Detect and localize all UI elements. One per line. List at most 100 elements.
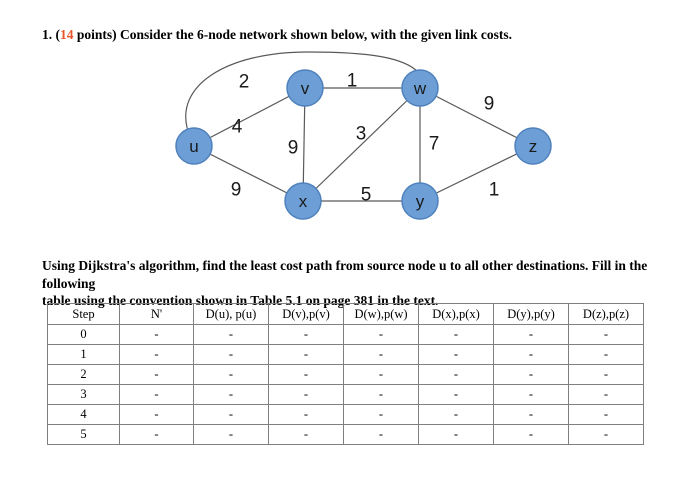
- points-value: 14: [60, 27, 74, 42]
- step-cell: 3: [47, 384, 120, 405]
- step-cell: 2: [47, 364, 120, 385]
- table-cell: -: [568, 344, 644, 365]
- table-cell: -: [493, 404, 569, 425]
- table-cell: -: [119, 324, 194, 345]
- node-label-z: z: [529, 137, 538, 156]
- edge-cost-u-v: 4: [232, 117, 243, 138]
- table-cell: -: [268, 384, 344, 405]
- step-cell: 4: [47, 404, 120, 425]
- table-cell: -: [268, 364, 344, 385]
- table-cell: -: [268, 344, 344, 365]
- step-cell: 1: [47, 344, 120, 365]
- table-cell: -: [493, 324, 569, 345]
- table-cell: -: [343, 384, 419, 405]
- edge-w-z: [419, 87, 534, 147]
- edge-cost-v-w: 1: [347, 71, 358, 92]
- edge-cost-w-z: 9: [484, 94, 495, 115]
- node-u: [175, 127, 213, 165]
- table-row-step-0: 0-------: [47, 324, 644, 345]
- table-cell: -: [193, 324, 269, 345]
- table-header-2: D(u), p(u): [193, 303, 269, 325]
- table-cell: -: [268, 324, 344, 345]
- table-cell: -: [193, 364, 269, 385]
- node-z: [514, 127, 552, 165]
- table-cell: -: [268, 404, 344, 425]
- table-cell: -: [418, 404, 494, 425]
- node-label-v: v: [301, 79, 310, 98]
- table-cell: -: [568, 404, 644, 425]
- node-w: [401, 69, 439, 107]
- node-v: [286, 69, 324, 107]
- table-cell: -: [493, 344, 569, 365]
- table-cell: -: [568, 364, 644, 385]
- problem-number: 1. (: [42, 27, 60, 42]
- table-cell: -: [343, 404, 419, 425]
- table-cell: -: [193, 384, 269, 405]
- edge-cost-x-y: 5: [361, 185, 372, 206]
- node-label-y: y: [416, 192, 425, 211]
- table-cell: -: [193, 344, 269, 365]
- node-x: [284, 182, 322, 220]
- table-cell: -: [119, 364, 194, 385]
- table-row-step-1: 1-------: [47, 344, 644, 365]
- node-y: [401, 182, 439, 220]
- table-cell: -: [343, 364, 419, 385]
- table-cell: -: [343, 324, 419, 345]
- table-cell: -: [418, 324, 494, 345]
- table-header-6: D(y),p(y): [493, 303, 569, 325]
- table-cell: -: [343, 424, 419, 445]
- edge-x-w: [302, 87, 421, 202]
- table-cell: -: [268, 424, 344, 445]
- table-cell: -: [493, 424, 569, 445]
- edge-cost-u-w: 2: [239, 72, 250, 93]
- table-header-0: Step: [47, 303, 120, 325]
- problem-title: 1. (14 points) Consider the 6-node netwo…: [42, 27, 512, 43]
- table-cell: -: [493, 364, 569, 385]
- edge-cost-y-z: 1: [489, 180, 500, 201]
- edge-y-z: [419, 145, 534, 202]
- network-graph: u v w x y z 4 2 9 1 9 3 5 7 9 1: [175, 51, 552, 220]
- edge-cost-u-x: 9: [231, 180, 242, 201]
- step-cell: 5: [47, 424, 120, 445]
- table-cell: -: [193, 404, 269, 425]
- instructions-line-1: Using Dijkstra's algorithm, find the lea…: [42, 258, 648, 291]
- table-cell: -: [493, 384, 569, 405]
- table-row-step-4: 4-------: [47, 404, 644, 425]
- node-label-x: x: [299, 192, 308, 211]
- step-cell: 0: [47, 324, 120, 345]
- table-cell: -: [568, 424, 644, 445]
- edge-cost-x-w: 3: [356, 124, 367, 145]
- table-cell: -: [418, 384, 494, 405]
- table-cell: -: [119, 384, 194, 405]
- table-cell: -: [418, 344, 494, 365]
- node-label-u: u: [189, 137, 198, 156]
- edge-v-x: [302, 87, 306, 202]
- table-row-step-3: 3-------: [47, 384, 644, 405]
- table-cell: -: [193, 424, 269, 445]
- edge-cost-w-y: 7: [429, 134, 440, 155]
- edge-u-x: [193, 145, 304, 202]
- table-header-5: D(x),p(x): [418, 303, 494, 325]
- table-header-4: D(w),p(w): [343, 303, 419, 325]
- table-cell: -: [568, 384, 644, 405]
- table-cell: -: [343, 344, 419, 365]
- instructions: Using Dijkstra's algorithm, find the lea…: [42, 257, 662, 310]
- edge-cost-v-x: 9: [288, 138, 299, 159]
- table-cell: -: [418, 364, 494, 385]
- table-header-7: D(z),p(z): [568, 303, 644, 325]
- table-row-step-5: 5-------: [47, 424, 644, 445]
- table-cell: -: [568, 324, 644, 345]
- node-label-w: w: [413, 79, 427, 98]
- edge-u-v: [193, 87, 306, 147]
- table-row-step-2: 2-------: [47, 364, 644, 385]
- problem-title-text: points) Consider the 6-node network show…: [73, 27, 513, 42]
- table-header-1: N': [119, 303, 194, 325]
- table-cell: -: [119, 424, 194, 445]
- table-cell: -: [418, 424, 494, 445]
- edge-u-w: [185, 51, 419, 132]
- table-cell: -: [119, 344, 194, 365]
- table-cell: -: [119, 404, 194, 425]
